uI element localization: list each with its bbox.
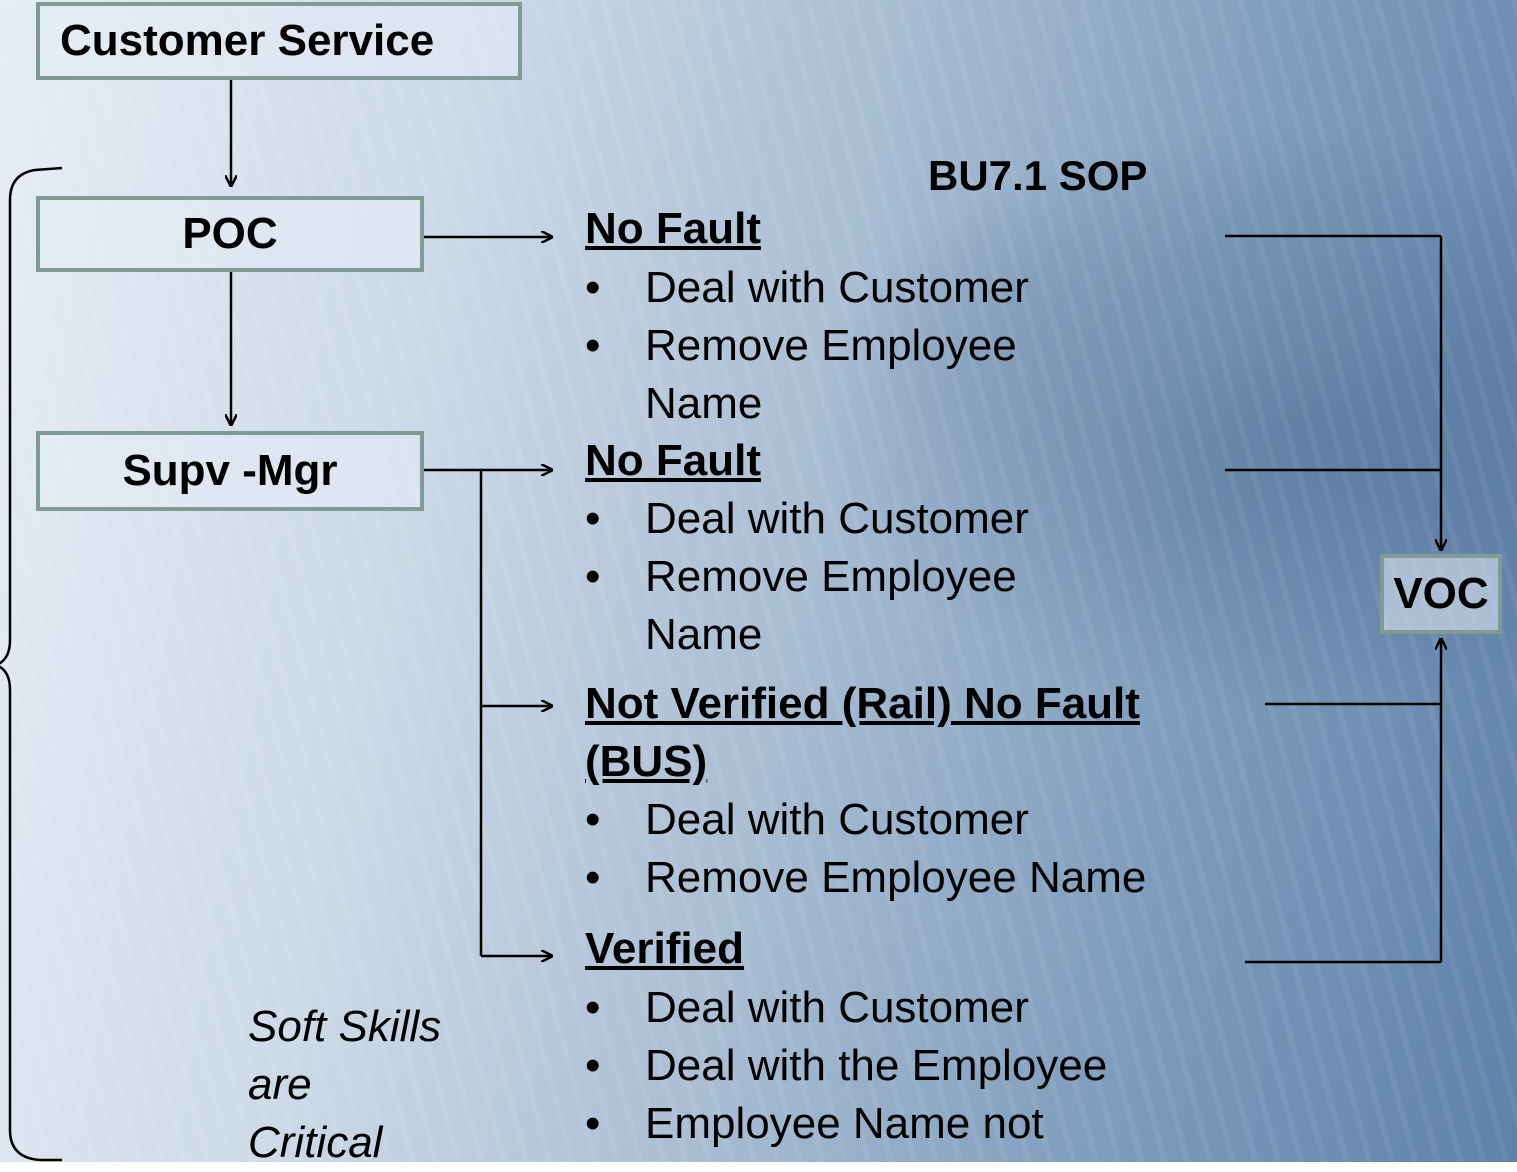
soft-skills-note: Soft Skills are Critical [248,998,441,1172]
bullet-icon: • [585,321,601,370]
customer-service-box: Customer Service [36,2,522,80]
left-curly-brace [0,166,63,1162]
bullet-icon: • [585,494,601,543]
section-list-verified: •Deal with Customer •Deal with the Emplo… [585,979,1107,1153]
section-heading-no-fault-2: No Fault [585,436,761,485]
note-line: Soft Skills [248,1002,442,1051]
bullet-icon: • [585,263,601,312]
list-item: •Deal with Customer [585,490,1029,548]
bullet-icon: • [585,853,601,902]
list-item: •Remove Employee [585,548,1029,606]
section-list-no-fault-2: •Deal with Customer •Remove Employee Nam… [585,490,1029,664]
section-heading-verified: Verified [585,924,744,973]
list-item: •Deal with Customer [585,979,1107,1037]
bullet-icon: • [585,1041,601,1090]
supv-mgr-box: Supv -Mgr [36,431,424,511]
voc-label: VOC [1393,569,1489,618]
section-heading-not-verified-line2: (BUS) [585,737,708,786]
list-item: •Remove Employee Name [585,849,1146,907]
note-line: are [248,1060,312,1109]
list-item: Name [645,610,763,659]
section-list-not-verified: •Deal with Customer •Remove Employee Nam… [585,791,1146,907]
supv-mgr-label: Supv -Mgr [122,446,338,495]
bullet-icon: • [585,983,601,1032]
section-heading-not-verified: Not Verified (Rail) No Fault [585,679,1140,728]
bullet-icon: • [585,795,601,844]
list-item: •Deal with Customer [585,259,1029,317]
poc-label: POC [182,209,278,258]
list-item: •Remove Employee [585,317,1029,375]
poc-box: POC [36,196,424,272]
sop-header: BU7.1 SOP [928,152,1148,199]
list-item: •Deal with the Employee [585,1037,1107,1095]
customer-service-label: Customer Service [60,16,435,65]
bullet-icon: • [585,1099,601,1148]
bullet-icon: • [585,552,601,601]
list-item: •Employee Name not [585,1095,1107,1153]
section-list-no-fault-1: •Deal with Customer •Remove Employee Nam… [585,259,1029,433]
note-line: Critical [248,1118,383,1167]
section-heading-no-fault-1: No Fault [585,204,761,253]
list-item: •Deal with Customer [585,791,1146,849]
voc-box: VOC [1380,554,1502,634]
list-item: Name [645,379,763,428]
